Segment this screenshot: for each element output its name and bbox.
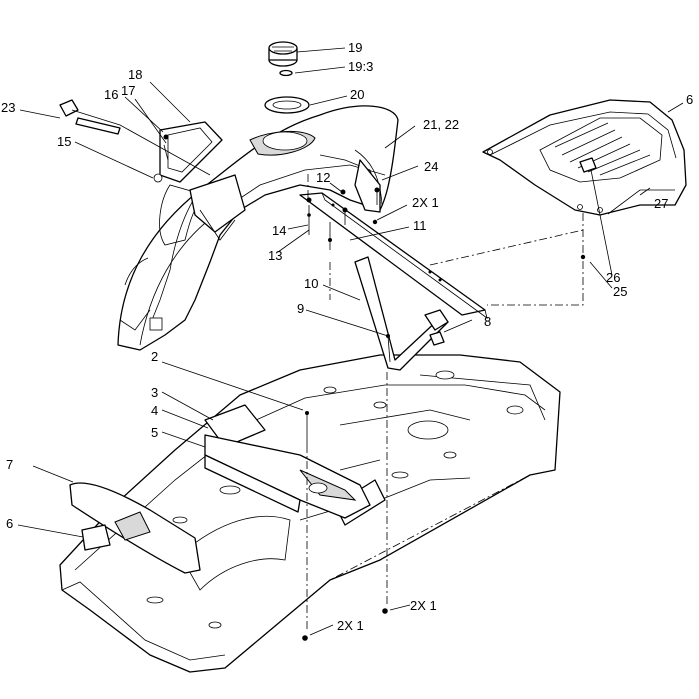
callout-12: 12: [316, 170, 330, 185]
part-2-bolt: [305, 411, 309, 445]
part-19-fuel-cap: [268, 41, 298, 67]
callout-6-top: 6: [686, 92, 693, 107]
callout-17: 17: [121, 83, 135, 98]
part-18-plate: [159, 121, 223, 183]
part-11-rail: [299, 192, 488, 319]
callout-16: 16: [104, 87, 118, 102]
callout-25: 25: [613, 284, 627, 299]
part-5-panel: [204, 454, 301, 513]
fuel-opening: [262, 131, 308, 151]
callout-13: 13: [268, 248, 282, 263]
callout-2x1-a: 2X 1: [412, 195, 439, 210]
callout-7: 7: [6, 457, 13, 472]
callout-3: 3: [151, 385, 158, 400]
callout-23: 23: [1, 100, 15, 115]
callout-19-3: 19:3: [348, 59, 373, 74]
callout-5: 5: [151, 425, 158, 440]
part-12-bolts: [340, 189, 348, 225]
callout-2x1-b: 2X 1: [410, 598, 437, 613]
callout-11: 11: [413, 218, 427, 233]
part-26-knob: [579, 157, 597, 173]
part-6-lower-panel: [81, 524, 111, 551]
frame-center-hole: [407, 420, 449, 440]
callout-6-bottom: 6: [6, 516, 13, 531]
part-16-17-fasteners: [163, 134, 169, 161]
part-15-clip: [153, 173, 163, 183]
callout-27: 27: [654, 196, 668, 211]
callout-labels: 19 19:3 18 16 17 20 23 15 21, 22 6 24 12…: [1, 40, 693, 633]
callout-24: 24: [424, 159, 438, 174]
leader-lines: [17, 47, 684, 636]
callout-20: 20: [350, 87, 364, 102]
callout-21-22: 21, 22: [423, 117, 459, 132]
part-8-bolt: [429, 331, 445, 346]
callout-15: 15: [57, 134, 71, 149]
callout-2x1-c: 2X 1: [337, 618, 364, 633]
callout-4: 4: [151, 403, 158, 418]
callout-2: 2: [151, 349, 158, 364]
bottom-nuts: [302, 219, 388, 641]
assembly-lines: [306, 173, 584, 632]
part-7-front-bumper: [69, 482, 201, 574]
callout-8: 8: [484, 314, 491, 329]
part-23-cable: [59, 99, 211, 176]
callout-10: 10: [304, 276, 318, 291]
fender-body: [117, 105, 399, 351]
part-6-seat-pan: [482, 99, 687, 216]
callout-14: 14: [272, 223, 286, 238]
callout-18: 18: [128, 67, 142, 82]
part-19-3-washer: [279, 69, 293, 77]
part-24-bolt: [374, 187, 380, 205]
chassis-frame: [59, 354, 561, 673]
callout-19: 19: [348, 40, 362, 55]
part-10-bracket: [354, 256, 449, 371]
callout-9: 9: [297, 301, 304, 316]
part-20-gasket: [264, 96, 310, 114]
callout-26: 26: [606, 270, 620, 285]
